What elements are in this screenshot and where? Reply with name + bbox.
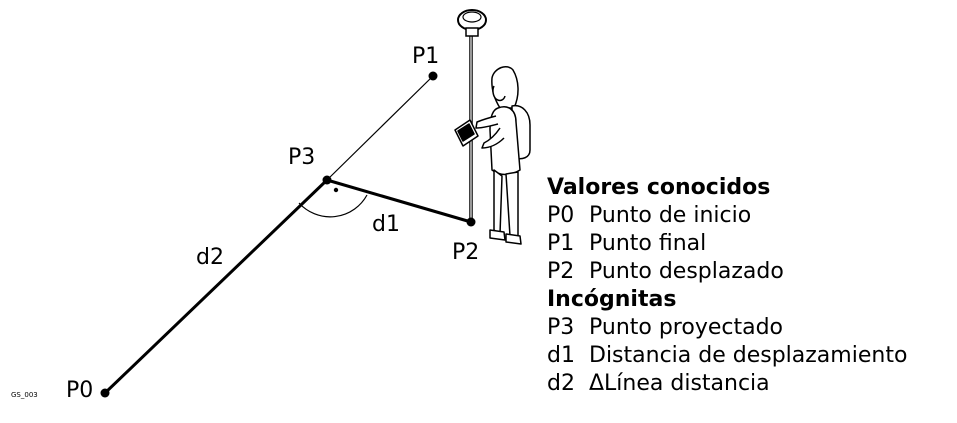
point-p0-marker bbox=[100, 388, 110, 398]
legend-known-title: Valores conocidos bbox=[547, 175, 771, 200]
gnss-rover-icon bbox=[457, 9, 487, 222]
label-p1: P1 bbox=[412, 44, 440, 69]
line-d1 bbox=[326, 178, 472, 224]
legend-text: ΔLínea distancia bbox=[589, 371, 770, 396]
right-angle-arc bbox=[298, 194, 368, 218]
legend-code: P2 bbox=[547, 259, 575, 284]
legend-code: P3 bbox=[547, 315, 575, 340]
legend-code: P0 bbox=[547, 203, 575, 228]
legend-item: P3 Punto proyectado bbox=[547, 314, 907, 342]
legend-item: d1 Distancia de desplazamiento bbox=[547, 342, 907, 370]
label-d2: d2 bbox=[196, 245, 224, 270]
legend-text: Distancia de desplazamiento bbox=[589, 343, 908, 368]
label-d1: d1 bbox=[372, 212, 400, 237]
legend-code: P1 bbox=[547, 231, 575, 256]
legend-unknown-title: Incógnitas bbox=[547, 287, 677, 312]
line-p3-p1 bbox=[326, 75, 434, 181]
label-p3: P3 bbox=[288, 145, 316, 170]
right-angle-dot bbox=[333, 187, 339, 193]
point-p3-marker bbox=[322, 175, 332, 185]
label-p0: P0 bbox=[66, 378, 94, 403]
legend-item: P0 Punto de inicio bbox=[547, 202, 907, 230]
legend-code: d1 bbox=[547, 343, 575, 368]
legend-text: Punto proyectado bbox=[589, 315, 784, 340]
legend-text: Punto desplazado bbox=[589, 259, 784, 284]
point-p1-marker bbox=[428, 71, 438, 81]
legend-text: Punto final bbox=[589, 231, 707, 256]
legend-item: P2 Punto desplazado bbox=[547, 258, 907, 286]
legend-code: d2 bbox=[547, 371, 575, 396]
figure-id: GS_003 bbox=[11, 391, 38, 399]
line-d2 bbox=[103, 178, 329, 395]
surveyor-icon bbox=[454, 66, 531, 245]
legend-item: P1 Punto final bbox=[547, 230, 907, 258]
legend-item: d2 ΔLínea distancia bbox=[547, 370, 907, 398]
legend-text: Punto de inicio bbox=[589, 203, 752, 228]
label-p2: P2 bbox=[452, 240, 480, 265]
point-p2-marker bbox=[466, 217, 476, 227]
